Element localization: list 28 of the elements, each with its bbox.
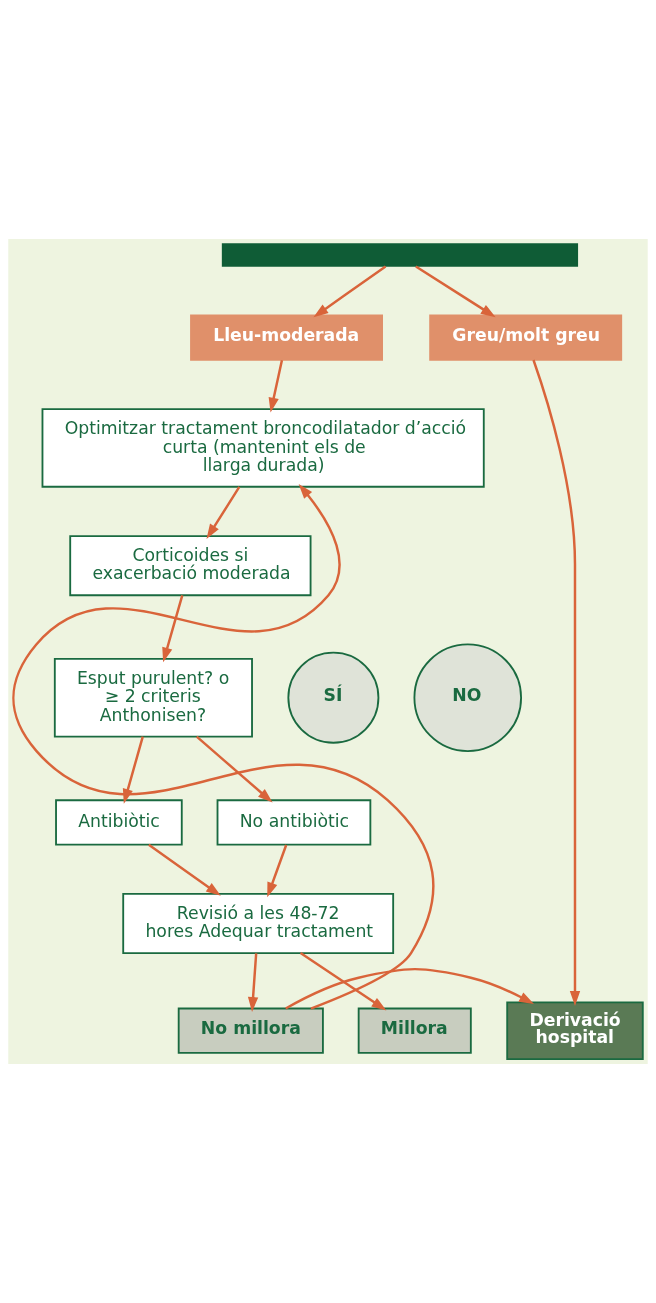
- node-box: No antibiòtic: [216, 799, 372, 846]
- arrow: [162, 595, 184, 663]
- node-box: No millora: [177, 1007, 324, 1054]
- arrow: [206, 486, 241, 539]
- arrow: [12, 484, 435, 1010]
- arrow: [122, 736, 144, 804]
- arrow: [299, 952, 387, 1011]
- arrow: [532, 359, 581, 1006]
- node-box: Antibiòtic: [55, 799, 183, 846]
- arrow: [247, 953, 259, 1012]
- node-box: Esput purulent? o ≥ 2 criteris Anthonisen?: [53, 657, 253, 738]
- node-box: Corticoides si exacerbació moderada: [69, 535, 312, 597]
- node-box: Revisió a les 48-72 hores Adequar tractament: [122, 892, 395, 954]
- node-box: Millora: [357, 1007, 472, 1054]
- arrow: [268, 359, 284, 413]
- node-box: Derivació hospital: [506, 1001, 644, 1060]
- node-bar: [221, 243, 579, 267]
- arrow: [195, 735, 273, 803]
- node-box: Greu/molt greu: [429, 314, 623, 361]
- node-circle: NO: [413, 643, 522, 752]
- arrow: [148, 843, 221, 896]
- node-circle: SÍ: [287, 651, 380, 744]
- arrow: [415, 265, 496, 318]
- arrow: [267, 844, 288, 898]
- arrow: [285, 967, 534, 1010]
- arrow: [313, 265, 387, 318]
- node-box: Optimitzar tractament broncodilatador d’acció curta (mantenint els de llarga durada): [41, 408, 485, 488]
- node-box: Lleu-moderada: [190, 314, 383, 361]
